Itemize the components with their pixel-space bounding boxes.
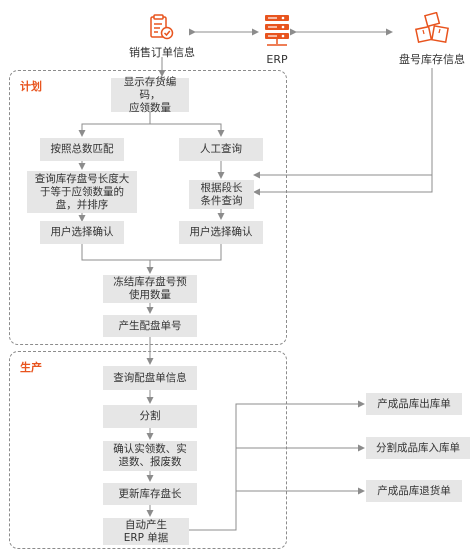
query-lots-node: 查询库存盘号长度大 于等于应领数量的 盘，并排序 [27, 171, 137, 213]
server-icon [263, 14, 291, 48]
finished-return-node: 产成品库退货单 [366, 480, 462, 502]
match-total-node: 按照总数匹配 [40, 138, 124, 161]
lot-inventory-label: 盘号库存信息 [399, 53, 465, 66]
sales-order-label: 销售订单信息 [129, 46, 195, 59]
production-section [9, 351, 287, 549]
query-by-segment-node: 根据段长 条件查询 [189, 180, 254, 209]
plan-section-title: 计划 [20, 80, 42, 93]
user-confirm-left-node: 用户选择确认 [40, 221, 124, 244]
confirm-qty-node: 确认实领数、实 退数、报废数 [103, 441, 197, 471]
production-section-title: 生产 [20, 361, 42, 374]
update-stock-node: 更新库存盘长 [103, 483, 197, 505]
document-check-icon [150, 14, 174, 40]
auto-erp-node: 自动产生 ERP 单据 [103, 518, 189, 545]
freeze-qty-node: 冻结库存盘号预 使用数量 [103, 275, 197, 303]
erp-label: ERP [266, 53, 288, 66]
plan-section [9, 70, 287, 345]
user-confirm-right-node: 用户选择确认 [179, 221, 263, 244]
finished-out-node: 产成品库出库单 [366, 393, 462, 415]
show-codes-node: 显示存货编码， 应领数量 [111, 76, 189, 114]
split-node: 分割 [103, 405, 197, 428]
split-in-node: 分割成品库入库单 [366, 437, 470, 459]
boxes-icon [414, 11, 452, 46]
query-picking-node: 查询配盘单信息 [103, 366, 197, 390]
manual-query-node: 人工查询 [179, 138, 263, 161]
gen-picking-no-node: 产生配盘单号 [103, 315, 197, 337]
